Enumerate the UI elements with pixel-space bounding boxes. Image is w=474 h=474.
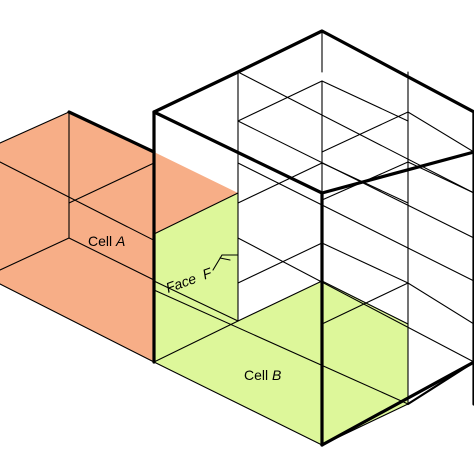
upper-block-back-diag-2 — [237, 120, 474, 239]
cell-a-label: Cell A — [88, 233, 125, 249]
cell-b-fill — [154, 193, 408, 445]
cell-b-label: Cell B — [244, 367, 281, 383]
front-bottom-edge — [320, 360, 474, 447]
cell-b — [154, 193, 408, 445]
upper-block-back-diag-4 — [237, 237, 474, 363]
face-arrow-stem — [219, 257, 231, 261]
cell-a-top-back-edge — [67, 110, 156, 154]
cell-a-top-left-edge — [0, 111, 70, 144]
cell-b-face-line — [153, 289, 409, 405]
face-marker — [212, 254, 239, 271]
upper-block-rear-line-6 — [321, 282, 474, 325]
cell-a-label-name: Cell — [88, 233, 112, 249]
cell-a-label-var: A — [115, 233, 125, 249]
cell-a-bottom-edge — [0, 283, 155, 363]
cell-b-mid-edge-3 — [153, 320, 239, 363]
cell-b-label-var: B — [272, 367, 281, 383]
cell-a-fill — [0, 112, 238, 362]
front-lower-right-edge — [406, 360, 474, 406]
upper-block-back-diag-1 — [237, 71, 474, 194]
face-normal-arrow — [212, 254, 239, 271]
cell-b-label-name: Cell — [244, 367, 268, 383]
cell-b-mid-edge-1 — [153, 280, 239, 322]
upper-block-rear-line-3 — [321, 161, 474, 201]
upper-block-rear-line-2 — [321, 111, 474, 153]
cell-b-top-edge — [153, 192, 239, 235]
front-outline — [152, 110, 474, 447]
upper-block-back-diag-3 — [237, 162, 474, 282]
cell-a-inner-diagonal — [68, 162, 155, 204]
